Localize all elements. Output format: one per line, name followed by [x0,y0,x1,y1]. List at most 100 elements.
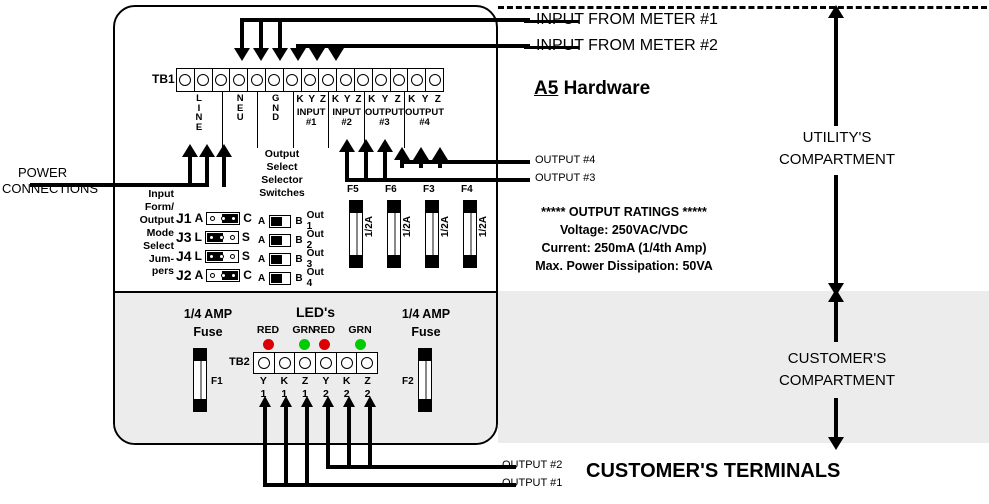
jumper-pin [210,215,216,221]
terminal-ring-icon [375,74,388,86]
tb2-arrow-k1 [280,396,292,407]
tb2-terminal[interactable] [275,353,296,373]
amp-fuse-2-caption: 1/4 AMP Fuse [381,306,471,341]
tb1-terminal[interactable] [177,69,195,91]
tb1-terminal[interactable] [266,69,284,91]
fuse-name: F6 [385,184,397,195]
tb1-terminal[interactable] [230,69,249,91]
input-meter1-bus [240,18,530,22]
tb1-terminal[interactable] [248,69,266,91]
switch-body[interactable] [269,233,292,247]
amp-fuse-2-line2: Fuse [411,324,441,339]
output1-bus [263,483,516,487]
jumper-shunt[interactable] [206,232,223,242]
tb1-pin-letter: K [331,94,340,105]
switch-knob[interactable] [271,273,283,283]
output4-arrow-k [394,147,410,160]
tb1-terminal[interactable] [195,69,213,91]
tb2-terminal[interactable] [337,353,358,373]
jumper-shunt[interactable] [222,213,239,223]
input-arrow-2 [253,48,269,61]
tb1-terminal[interactable] [355,69,373,91]
tb2-terminal-letter: K [342,375,351,387]
tb1-group-name-line2: #1 [305,116,317,128]
led-label: GRN [292,324,316,336]
tb1-terminal[interactable] [408,69,427,91]
input-meter2-bus [296,44,530,48]
tb1-terminal[interactable] [426,69,443,91]
tb1-group-name: OUTPUT#3 [365,108,404,128]
jumper-shunt[interactable] [222,270,239,280]
input-meter1-drop-z [278,18,282,48]
tb2-terminal-number: 1 [281,388,288,401]
led-label: RED [256,324,280,336]
switch-body[interactable] [269,214,292,228]
switch-body[interactable] [269,271,292,285]
terminal-ring-icon [340,357,353,369]
tb1-terminal[interactable] [391,69,409,91]
switch-knob[interactable] [271,216,283,226]
power-riser-line [188,155,192,187]
tb1-pin-letter: G [272,93,280,104]
tb1-terminal[interactable] [302,69,320,91]
tb1-terminal[interactable] [373,69,391,91]
tb2-terminal[interactable] [295,353,317,373]
jumper-caption-line: Form/ [144,200,174,213]
fuse-cap-top [463,200,477,213]
input-meter1-drop-y [259,18,263,48]
jumper-block[interactable] [204,230,239,244]
output2-riser-z2 [368,405,372,465]
tb1-terminal[interactable] [319,69,338,91]
switch-knob[interactable] [271,235,283,245]
tb2-terminal[interactable] [254,353,275,373]
jumper-pin [220,215,226,221]
switch-output-label: Out 2 [306,229,324,251]
jumper-block[interactable] [206,211,241,225]
fuse-f2-element [425,361,427,399]
tb2-terminal-number: 1 [302,388,308,401]
tb1-terminal[interactable] [337,69,355,91]
tb2-terminal-letter: Z [301,375,309,387]
tb2-terminal-number: 1 [260,388,267,401]
jumper-name: J1 [176,210,192,226]
switch-caption-line: Selector [261,174,303,187]
leader-input-meter2 [524,46,579,49]
tb2-terminal[interactable] [357,353,377,373]
tb1-pin-letter: K [368,94,376,105]
switch-body[interactable] [269,252,292,266]
switch-knob[interactable] [271,254,283,264]
tb1-pin-letter: Y [421,94,429,105]
terminal-ring-icon [319,357,332,369]
input-arrow-6 [328,48,344,61]
tb2-terminal-number: 2 [364,388,371,401]
tb1-terminal[interactable] [213,69,231,91]
tb2-terminal[interactable] [316,353,337,373]
jumper-shunt[interactable] [206,251,223,261]
jumper-block[interactable] [204,249,239,263]
ratings-voltage: Voltage: 250VAC/VDC [559,223,689,238]
tb1-group-name-line2: #4 [419,116,430,128]
tb1-terminal[interactable] [284,69,302,91]
switch-left-label: A [258,215,266,227]
terminal-ring-icon [232,74,245,86]
jumper-pin [230,253,236,259]
tb1-pin-letter: Y [381,94,389,105]
output4-riser-k [400,160,404,168]
jumper-block[interactable] [206,268,241,282]
power-riser-neu [205,155,209,187]
fuse-body [387,213,401,255]
ratings-header: ***** OUTPUT RATINGS ***** [541,205,707,219]
output1-riser-z1 [305,405,309,483]
switch-output-label: Out 4 [306,267,324,289]
